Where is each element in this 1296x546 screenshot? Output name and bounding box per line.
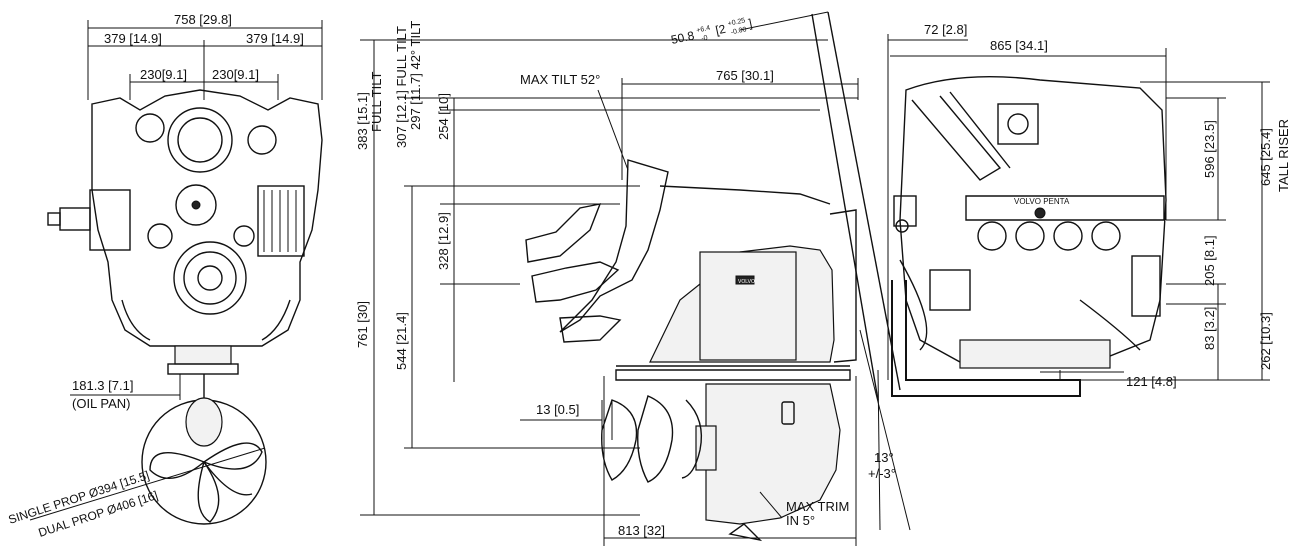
engine-block-side: VOLVO PENTA xyxy=(891,75,1167,397)
dim-645: 645 [25.4] xyxy=(1258,128,1273,186)
front-half-left: 379 [14.9] xyxy=(104,31,162,46)
max-tilt-label: MAX TILT 52° xyxy=(520,72,600,87)
max-trim-in-label: IN 5° xyxy=(786,513,815,528)
dim-121: 121 [4.8] xyxy=(1126,374,1177,389)
side-length-bottom: 813 [32] xyxy=(618,523,665,538)
drive-badge: VOLVO xyxy=(738,279,755,285)
front-view: 758 [29.8] 379 [14.9] 379 [14.9] 230[9.1… xyxy=(7,12,323,540)
tilt-tolerance: 50.8 +6.4 -0 [2 +0.25 -0.00 ] xyxy=(668,10,754,50)
dim-83: 83 [3.2] xyxy=(1202,307,1217,350)
engine-brand: VOLVO PENTA xyxy=(1014,197,1070,206)
dim-72: 72 [2.8] xyxy=(924,22,967,37)
dim-13: 13 [0.5] xyxy=(536,402,579,417)
dim-205: 205 [8.1] xyxy=(1202,235,1217,286)
dim-761: 761 [30] xyxy=(355,301,370,348)
tilted-drive-outline xyxy=(525,159,831,343)
front-half-right: 379 [14.9] xyxy=(246,31,304,46)
dim-865: 865 [34.1] xyxy=(990,38,1048,53)
tilt-42-value: 297 [11.7] 42° TILT xyxy=(408,21,423,130)
full-tilt-label: FULL TILT xyxy=(369,71,384,132)
front-propeller xyxy=(29,397,267,525)
dim-544: 544 [21.4] xyxy=(394,312,409,370)
full-tilt-value: 383 [15.1] xyxy=(355,92,370,150)
front-inner-left: 230[9.1] xyxy=(140,67,187,82)
full-tilt-307: 307 [12.1] FULL TILT xyxy=(394,26,409,148)
side-length-top: 765 [30.1] xyxy=(716,68,774,83)
front-inner-right: 230[9.1] xyxy=(212,67,259,82)
side-view: 50.8 +6.4 -0 [2 +0.25 -0.00 ] MAX TILT 5… xyxy=(355,10,911,546)
max-trim-label: MAX TRIM xyxy=(786,499,849,514)
side-propeller xyxy=(601,395,703,483)
dim-254: 254 [10] xyxy=(436,93,451,140)
oil-pan-value: 181.3 [7.1] xyxy=(72,378,133,393)
front-width-total: 758 [29.8] xyxy=(174,12,232,27)
dim-328: 328 [12.9] xyxy=(436,212,451,270)
front-engine-body xyxy=(47,89,323,400)
dim-596: 596 [23.5] xyxy=(1202,120,1217,178)
angle-tolerance: +/-3° xyxy=(868,466,896,481)
oil-pan-label: (OIL PAN) xyxy=(72,396,131,411)
angle-13: 13° xyxy=(874,450,894,465)
dim-262: 262 [10.3] xyxy=(1258,312,1273,370)
engine-side-view: 72 [2.8] 865 [34.1] VOLVO PENTA xyxy=(887,22,1291,397)
tall-riser-label: TALL RISER xyxy=(1276,119,1291,192)
sterndrive-body: VOLVO xyxy=(615,209,857,542)
